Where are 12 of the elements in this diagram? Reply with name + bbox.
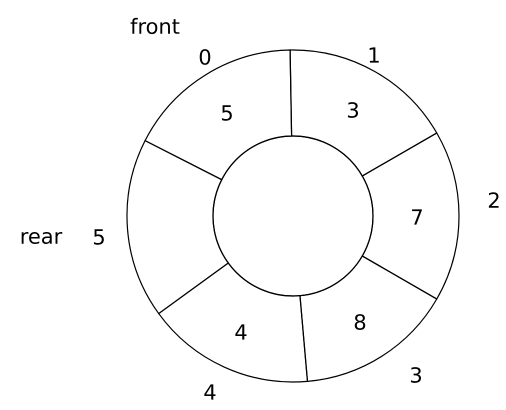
ring-segment: 7 — [362, 132, 460, 300]
pointer-label: rear — [22, 232, 62, 244]
pointer-label: front — [130, 18, 180, 34]
index-number: 1 — [370, 47, 379, 63]
ring-segment — [126, 140, 229, 314]
index-number: 0 — [200, 49, 210, 65]
index-number: 5 — [94, 229, 104, 245]
inner-circle — [212, 135, 374, 297]
ring-segment: 4 — [158, 262, 308, 383]
index-number: 4 — [204, 384, 216, 400]
index-number: 3 — [410, 367, 421, 383]
index-number: 2 — [488, 192, 499, 208]
